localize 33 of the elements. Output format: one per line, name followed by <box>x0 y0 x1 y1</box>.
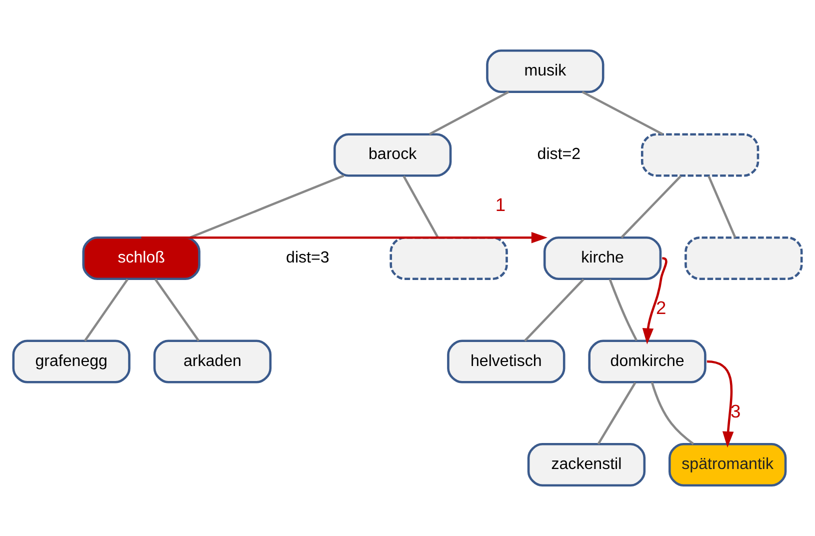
connector <box>597 382 636 445</box>
node-box <box>640 133 760 177</box>
node-box: domkirche <box>588 340 706 384</box>
node-box <box>390 236 508 280</box>
arrow <box>706 360 734 448</box>
node-box: zackenstil <box>527 442 646 487</box>
edge-label: 1 <box>495 194 506 215</box>
connector <box>84 278 128 342</box>
label: dist=3 <box>286 248 330 266</box>
connector <box>620 175 682 238</box>
arrow <box>642 257 668 344</box>
node-box: kirche <box>543 236 662 280</box>
node-box: spätromantik <box>668 442 787 487</box>
connector <box>708 176 736 238</box>
label: dist=2 <box>537 145 581 164</box>
arrow <box>141 232 548 244</box>
connector <box>154 278 200 342</box>
edge-label: 2 <box>656 297 666 318</box>
connector <box>428 90 510 136</box>
node-box: helvetisch <box>447 340 566 384</box>
node-box <box>684 236 803 280</box>
node-box: arkaden <box>153 340 272 384</box>
node-box: schloß <box>82 236 200 280</box>
connector <box>650 382 694 445</box>
edge-label: 3 <box>730 400 741 422</box>
connector <box>190 174 344 239</box>
node-box: grafenegg <box>12 340 130 384</box>
connector <box>524 278 584 342</box>
connector <box>608 278 638 342</box>
node-box: musik <box>486 49 604 94</box>
node-box: barock <box>334 133 452 177</box>
connector <box>582 90 664 136</box>
connector <box>402 176 439 238</box>
